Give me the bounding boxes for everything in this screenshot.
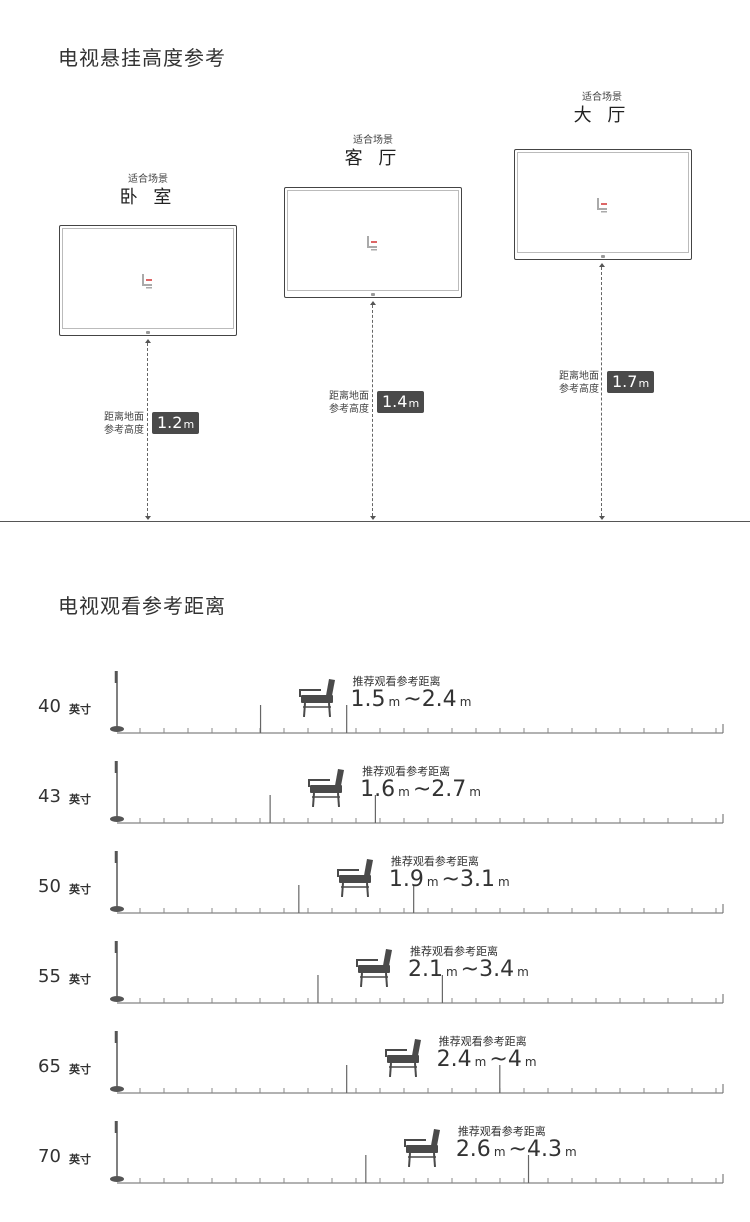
range-max: 3.4 [479, 957, 515, 982]
tv-size-value: 65 [38, 1056, 61, 1077]
scene-caption: 适合场景 [128, 174, 168, 185]
armchair-icon [298, 679, 335, 717]
recommended-distance-caption: 推荐观看参考距离 [457, 1125, 546, 1138]
tv-stand-base [110, 1176, 124, 1182]
recommended-distance-caption: 推荐观看参考距离 [390, 855, 479, 868]
tv-stand-base [110, 816, 124, 822]
tv-illustration [514, 149, 692, 260]
tv-stand-base [110, 1086, 124, 1092]
range-min: 2.6 [455, 1137, 491, 1162]
tv-illustration [284, 187, 462, 298]
height-badge: 1.2m [152, 412, 200, 434]
range-min: 1.6 [360, 777, 396, 802]
armchair-icon [336, 859, 373, 897]
room-name: 大 厅 [573, 105, 631, 126]
armchair-icon [355, 949, 392, 987]
room-name: 客 厅 [344, 148, 402, 169]
height-caption: 距离地面 参考高度 [104, 412, 144, 436]
tv-size-unit: 英寸 [69, 1153, 91, 1166]
armchair-icon [308, 769, 345, 807]
tv-size-value: 70 [38, 1146, 61, 1167]
tv-size-unit: 英寸 [69, 883, 91, 896]
distance-axis [110, 1121, 724, 1184]
height-caption: 距离地面 参考高度 [559, 371, 599, 395]
tv-illustration [59, 225, 237, 336]
recommended-distance-caption: 推荐观看参考距离 [362, 765, 451, 778]
range-min: 1.9 [388, 867, 424, 892]
recommended-distance-caption: 推荐观看参考距离 [438, 1035, 527, 1048]
tv-size-value: 50 [38, 876, 61, 897]
tv-size-unit: 英寸 [69, 973, 91, 986]
range-min: 2.1 [407, 957, 443, 982]
height-badge: 1.4m [377, 391, 425, 413]
tv-stand-base [110, 996, 124, 1002]
distance-axis [110, 1031, 724, 1094]
distance-axis [110, 761, 724, 824]
room-name: 卧 室 [119, 187, 177, 208]
height-badge: 1.7m [607, 371, 655, 393]
tv-size-value: 40 [38, 696, 61, 717]
scene-caption: 适合场景 [353, 135, 393, 146]
brand-logo-icon [367, 235, 377, 250]
brand-logo-icon [142, 273, 152, 288]
tv-size-unit: 英寸 [69, 793, 91, 806]
brand-logo-icon [597, 197, 607, 212]
armchair-icon [403, 1129, 440, 1167]
tv-stand-base [110, 726, 124, 732]
distance-axis [110, 941, 724, 1004]
range-max: 2.4 [421, 687, 457, 712]
tv-size-unit: 英寸 [69, 1063, 91, 1076]
distance-axis [110, 671, 724, 734]
range-max: 4 [507, 1047, 522, 1072]
height-caption: 距离地面 参考高度 [329, 391, 369, 415]
range-min: 1.5 [350, 687, 386, 712]
ground-line [0, 521, 750, 522]
tv-size-unit: 英寸 [69, 703, 91, 716]
range-min: 2.4 [436, 1047, 472, 1072]
height-dashed-line [147, 343, 148, 516]
recommended-distance-caption: 推荐观看参考距离 [409, 945, 498, 958]
distance-axis [110, 851, 724, 914]
height-dashed-line [372, 305, 373, 516]
hanging-height-title: 电视悬挂高度参考 [58, 46, 226, 70]
scene-caption: 适合场景 [582, 92, 622, 103]
tv-size-value: 55 [38, 966, 61, 987]
range-max: 4.3 [526, 1137, 562, 1162]
range-max: 2.7 [431, 777, 467, 802]
range-max: 3.1 [459, 867, 495, 892]
height-dashed-line [601, 267, 602, 516]
viewing-distance-title: 电视观看参考距离 [58, 594, 226, 618]
tv-size-value: 43 [38, 786, 61, 807]
recommended-distance-caption: 推荐观看参考距离 [352, 675, 441, 688]
tv-stand-base [110, 906, 124, 912]
armchair-icon [384, 1039, 421, 1077]
